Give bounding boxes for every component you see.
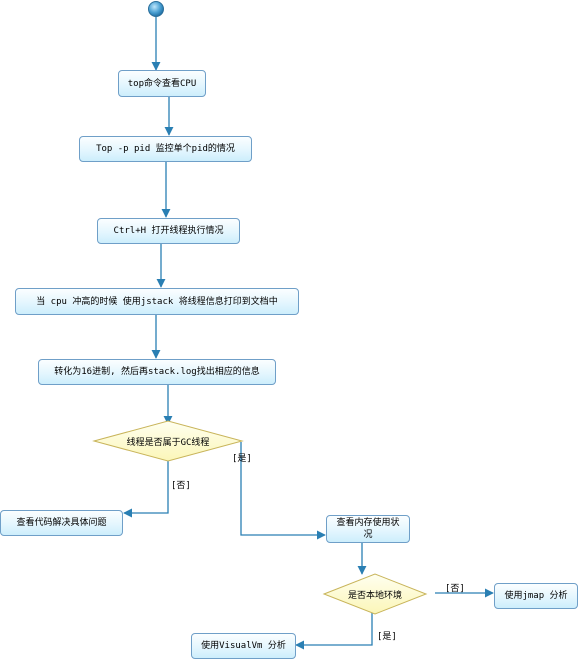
edge-gc-yes-to-check-memory	[240, 442, 326, 540]
node-use-jmap[interactable]: 使用jmap 分析	[494, 583, 578, 609]
node-convert-hex[interactable]: 转化为16进制, 然后再stack.log找出相应的信息	[38, 359, 276, 385]
node-use-visualvm[interactable]: 使用VisualVm 分析	[191, 633, 296, 659]
guard-local-no: [否]	[445, 584, 465, 594]
edge-local-yes-to-visualvm	[295, 612, 373, 650]
start-node	[148, 1, 164, 17]
decision-gc-thread	[92, 420, 244, 462]
decision-local-env	[322, 573, 428, 615]
node-ctrl-h[interactable]: Ctrl+H 打开线程执行情况	[97, 218, 240, 244]
decision-gc-thread-label: 线程是否属于GC线程	[126, 437, 210, 448]
guard-gc-no: [否]	[171, 481, 191, 491]
node-top-pid[interactable]: Top -p pid 监控单个pid的情况	[79, 136, 252, 162]
node-jstack[interactable]: 当 cpu 冲高的时候 使用jstack 将线程信息打印到文档中	[15, 288, 299, 315]
node-check-memory[interactable]: 查看内存使用状况	[326, 515, 410, 543]
edge-gc-no-to-check-code	[123, 461, 169, 518]
node-top-cpu[interactable]: top命令查看CPU	[118, 70, 206, 97]
guard-gc-yes: [是]	[232, 454, 252, 464]
node-check-code[interactable]: 查看代码解决具体问题	[0, 510, 123, 536]
decision-local-env-label: 是否本地环境	[347, 590, 402, 601]
guard-local-yes: [是]	[377, 632, 397, 642]
